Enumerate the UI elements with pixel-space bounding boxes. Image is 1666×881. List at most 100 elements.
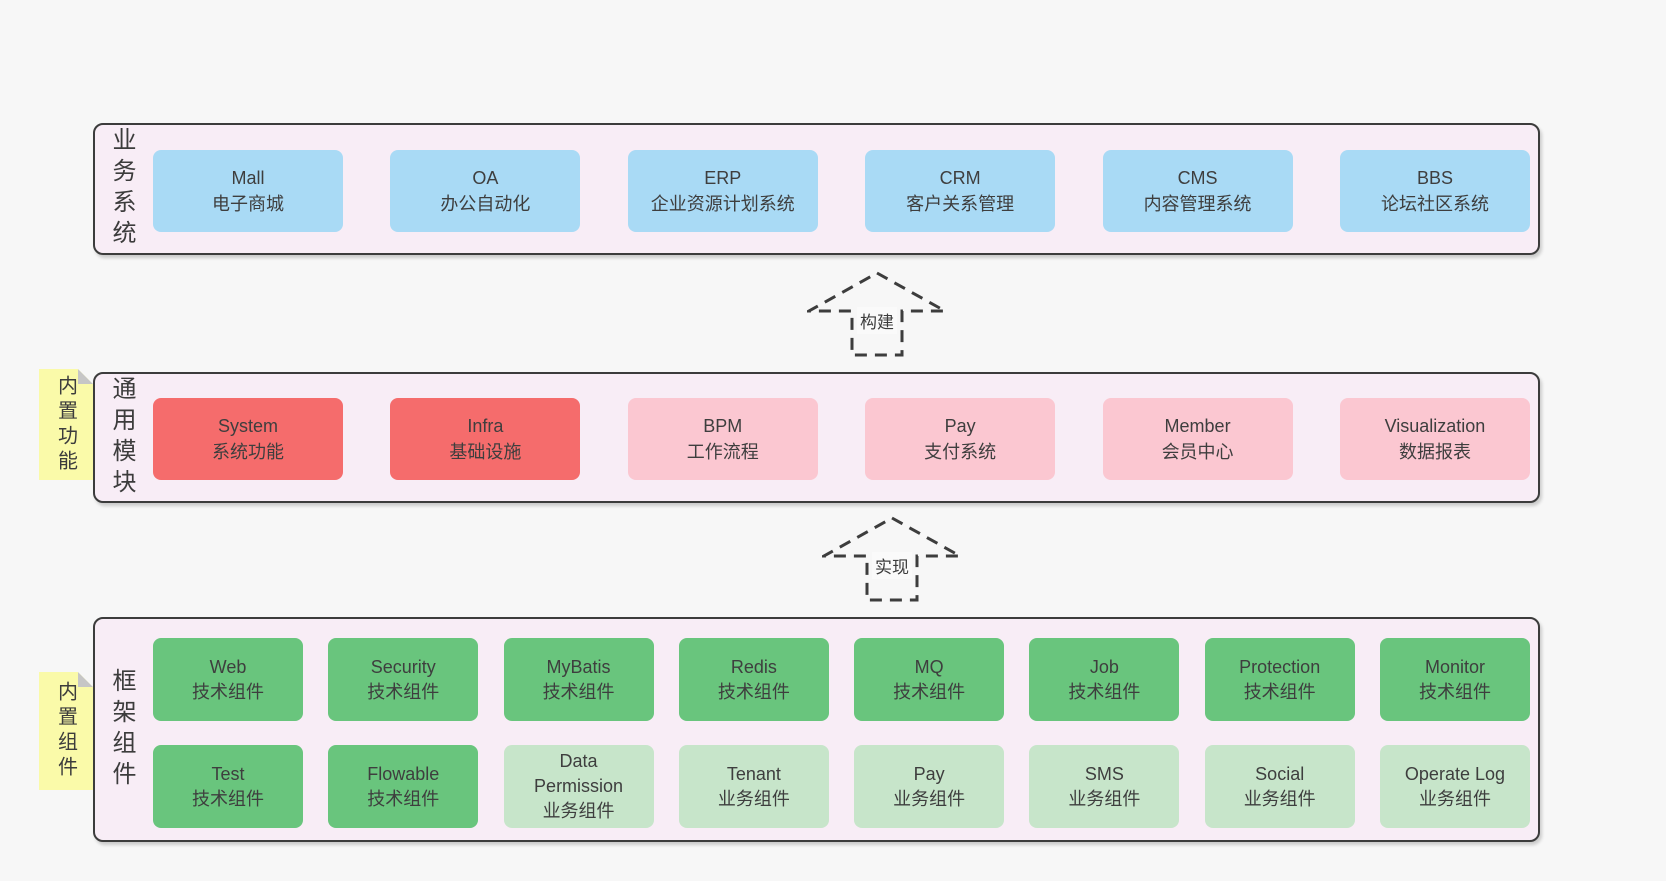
box-desc: 内容管理系统 (1143, 194, 1252, 214)
box-cms: CMS 内容管理系统 (1102, 150, 1293, 232)
box-name: Monitor (1424, 656, 1485, 677)
box-name: Operate Log (1404, 763, 1505, 784)
band-common-modules: 通用模块 System 系统功能 Infra 基础设施 BPM 工作流程 Pay… (93, 372, 1540, 503)
box-desc: 电子商城 (212, 194, 284, 214)
box-desc: 技术组件 (542, 681, 615, 702)
box-desc: 客户关系管理 (906, 194, 1015, 214)
box-name: SMS (1084, 763, 1124, 784)
box-name: MyBatis (546, 656, 611, 677)
box-job: Job 技术组件 (1029, 638, 1180, 721)
components-box-row-2: Test 技术组件 Flowable 技术组件 Data Permission … (153, 745, 1530, 828)
box-name: Security (370, 656, 436, 677)
box-mybatis: MyBatis 技术组件 (503, 638, 654, 721)
box-bbs: BBS 论坛社区系统 (1339, 150, 1530, 232)
box-desc: 业务组件 (1418, 788, 1491, 809)
box-desc: 业务组件 (1243, 788, 1316, 809)
box-desc: 数据报表 (1398, 442, 1471, 462)
box-name: Web (209, 656, 247, 677)
dashed-up-arrow-icon (822, 516, 962, 602)
band-framework-components: 框架组件 Web 技术组件 Security 技术组件 MyBatis 技术组件… (93, 617, 1540, 842)
box-desc: 技术组件 (367, 788, 440, 809)
box-name: Tenant (726, 763, 781, 784)
box-name: System (217, 416, 278, 436)
dashed-up-arrow-implement: 实现 (822, 515, 962, 603)
box-monitor: Monitor 技术组件 (1379, 638, 1530, 721)
box-desc: 技术组件 (717, 681, 790, 702)
box-name: Flowable (367, 763, 440, 784)
box-desc: 企业资源计划系统 (650, 194, 795, 214)
box-name: BBS (1416, 168, 1453, 188)
box-desc: 支付系统 (924, 442, 997, 462)
box-desc: 技术组件 (192, 788, 264, 809)
box-name: CRM (939, 168, 981, 188)
box-name: Pay (913, 763, 945, 784)
modules-box-row: System 系统功能 Infra 基础设施 BPM 工作流程 Pay 支付系统… (153, 398, 1530, 480)
arrow-label-implement: 实现 (872, 552, 912, 579)
box-operate-log: Operate Log 业务组件 (1379, 745, 1530, 828)
business-box-row: Mall 电子商城 OA 办公自动化 ERP 企业资源计划系统 CRM 客户关系… (153, 150, 1530, 232)
box-name: Protection (1239, 656, 1321, 677)
box-name: Infra (467, 416, 504, 436)
dashed-up-arrow-icon (807, 271, 947, 357)
box-crm: CRM 客户关系管理 (865, 150, 1056, 232)
box-desc: 会员中心 (1161, 442, 1234, 462)
box-desc: 业务组件 (542, 801, 615, 821)
box-security: Security 技术组件 (328, 638, 479, 721)
box-desc: 论坛社区系统 (1380, 194, 1489, 214)
box-mall: Mall 电子商城 (153, 150, 343, 232)
box-system: System 系统功能 (153, 398, 343, 480)
sticky-note-text: 内置功能 (54, 374, 77, 475)
band-label-components: 框架组件 (108, 667, 135, 792)
box-name: Job (1089, 656, 1119, 677)
sticky-note-built-in-components: 内置组件 (39, 672, 93, 790)
box-mq: MQ 技术组件 (854, 638, 1005, 721)
box-name: Data Permission (534, 751, 624, 796)
box-name: Test (211, 763, 245, 784)
box-sms: SMS 业务组件 (1029, 745, 1180, 828)
box-desc: 技术组件 (192, 681, 264, 702)
box-name: Mall (231, 168, 265, 188)
box-name: Pay (944, 416, 976, 436)
box-name: MQ (914, 656, 944, 677)
box-desc: 基础设施 (449, 442, 522, 462)
box-infra: Infra 基础设施 (390, 398, 581, 480)
band-label-modules: 通用模块 (108, 375, 135, 500)
box-name: OA (472, 168, 499, 188)
box-flowable: Flowable 技术组件 (328, 745, 479, 828)
box-desc: 技术组件 (367, 681, 440, 702)
box-web: Web 技术组件 (153, 638, 303, 721)
box-name: Redis (730, 656, 777, 677)
box-desc: 技术组件 (1418, 681, 1491, 702)
band-business-systems: 业务系统 Mall 电子商城 OA 办公自动化 ERP 企业资源计划系统 CRM… (93, 123, 1540, 255)
box-desc: 业务组件 (717, 788, 790, 809)
box-desc: 业务组件 (1068, 788, 1141, 809)
box-test: Test 技术组件 (153, 745, 303, 828)
box-name: Social (1255, 763, 1305, 784)
box-desc: 技术组件 (1243, 681, 1316, 702)
box-member: Member 会员中心 (1102, 398, 1293, 480)
box-desc: 工作流程 (686, 442, 759, 462)
box-name: CMS (1177, 168, 1218, 188)
box-name: BPM (703, 416, 743, 436)
box-oa: OA 办公自动化 (390, 150, 581, 232)
box-social: Social 业务组件 (1204, 745, 1355, 828)
box-data-permission: Data Permission 业务组件 (503, 745, 654, 828)
box-redis: Redis 技术组件 (678, 638, 829, 721)
box-protection: Protection 技术组件 (1204, 638, 1355, 721)
dashed-up-arrow-build: 构建 (807, 270, 947, 358)
band-label-business: 业务系统 (108, 127, 135, 251)
box-desc: 技术组件 (1068, 681, 1141, 702)
box-name: Member (1164, 416, 1231, 436)
box-desc: 业务组件 (893, 788, 966, 809)
box-desc: 技术组件 (893, 681, 966, 702)
sticky-note-built-in-features: 内置功能 (39, 369, 93, 480)
box-name: ERP (704, 168, 742, 188)
box-bpm: BPM 工作流程 (627, 398, 818, 480)
box-name: Visualization (1384, 416, 1486, 436)
box-pay: Pay 支付系统 (865, 398, 1056, 480)
box-visualization: Visualization 数据报表 (1339, 398, 1530, 480)
box-erp: ERP 企业资源计划系统 (627, 150, 818, 232)
arrow-label-build: 构建 (857, 307, 897, 334)
box-pay-business: Pay 业务组件 (854, 745, 1005, 828)
components-box-row-1: Web 技术组件 Security 技术组件 MyBatis 技术组件 Redi… (153, 638, 1530, 721)
